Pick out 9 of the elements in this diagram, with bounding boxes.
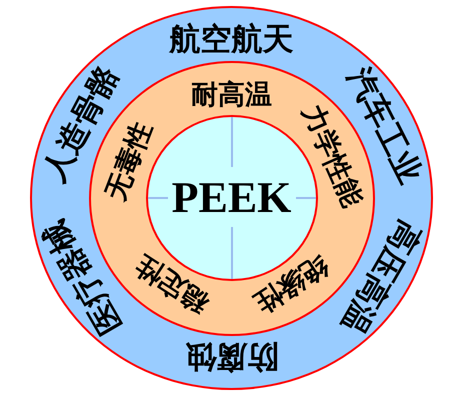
outer-ring-label: 航空航天 [170,24,294,56]
middle-ring-label: 无毒性 [102,118,156,204]
middle-ring-label: 绝缘性 [250,251,333,318]
middle-ring-label: 耐高温 [191,82,272,108]
center-label: PEEK [172,176,292,220]
outer-ring-label: 高压高温 [335,216,424,338]
outer-ring-label: 防腐蚀 [185,340,278,372]
outer-ring-label: 医疗器械 [38,216,128,338]
middle-ring-label: 稳定性 [130,251,213,318]
